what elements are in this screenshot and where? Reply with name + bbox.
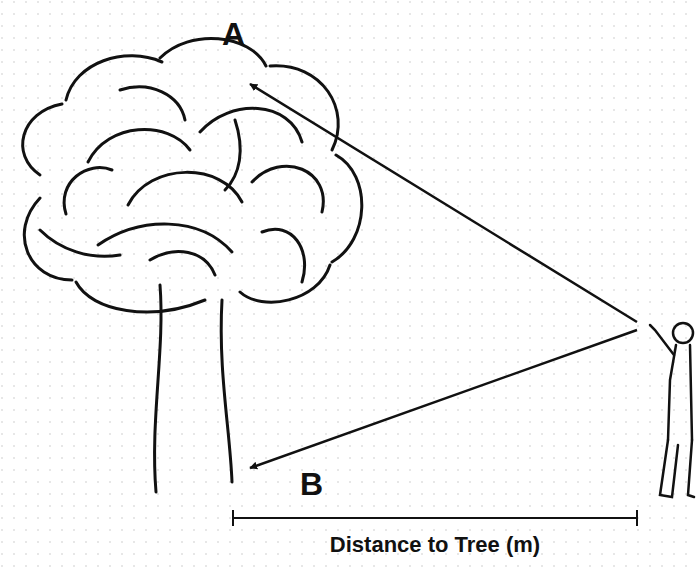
dimension-label: Distance to Tree (m): [330, 534, 540, 556]
tree-canopy: [23, 38, 362, 311]
dimension-line: [233, 510, 637, 526]
tree-trunk: [155, 285, 232, 492]
sight-line-base: [250, 330, 637, 468]
person-figure: [650, 323, 694, 497]
sight-arrows: [250, 84, 637, 468]
sight-line-top: [250, 84, 637, 322]
point-label: B: [300, 468, 323, 500]
point-label: A: [222, 18, 245, 50]
